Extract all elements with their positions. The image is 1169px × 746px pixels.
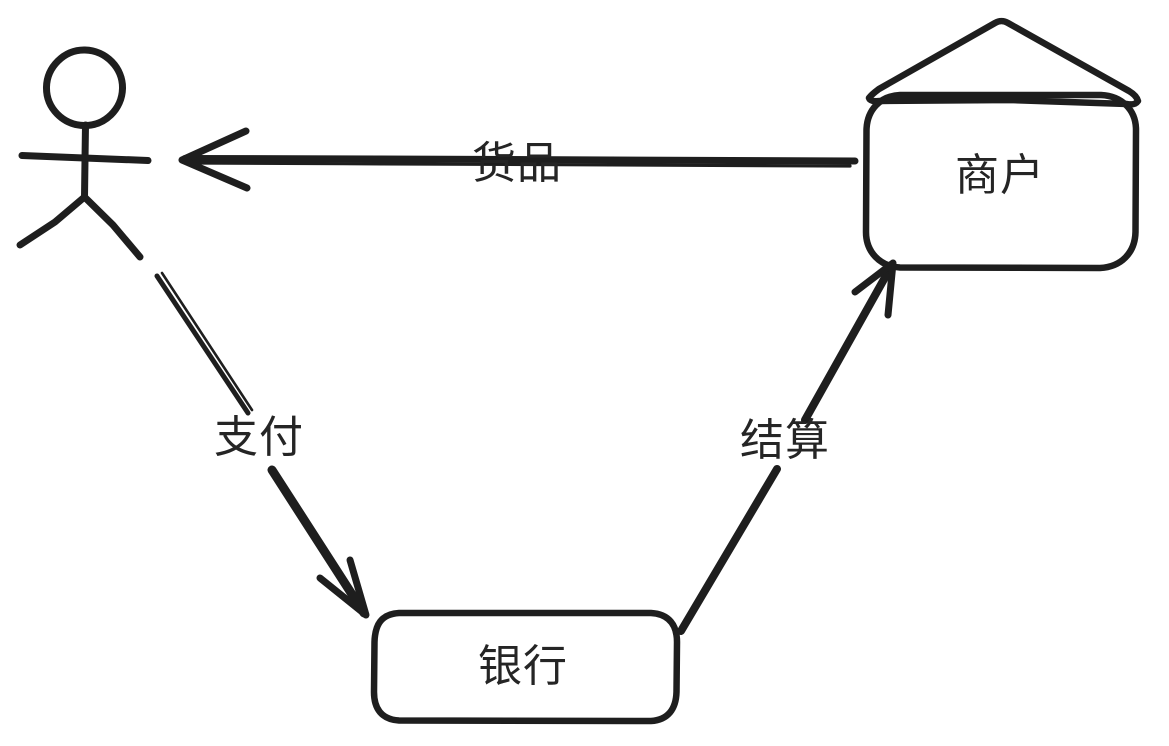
edge-settlement-line-upper <box>801 261 896 424</box>
edge-payment-line-upper-hint <box>160 271 254 412</box>
edge-payment-label: 支付 <box>214 413 304 462</box>
edge-payment-arrowhead-icon <box>316 556 370 619</box>
edge-settlement-line-lower <box>677 465 781 635</box>
actor-head-icon <box>42 46 127 130</box>
edge-payment-line-lower <box>267 465 369 618</box>
actor-right-leg-icon <box>81 193 144 261</box>
node-bank[interactable] <box>370 609 681 725</box>
node-merchant[interactable] <box>862 17 1142 272</box>
actor-left-leg-icon <box>16 193 88 249</box>
node-merchant-label: 商户 <box>955 151 1045 200</box>
edge-settlement-label: 结算 <box>740 416 830 465</box>
edge-payment-line-upper <box>154 273 251 416</box>
bank-box-shape <box>370 609 681 725</box>
edge-goods-line-under <box>194 161 852 168</box>
edge-goods-label: 货品 <box>472 139 562 188</box>
edge-goods-line <box>181 155 859 165</box>
node-customer[interactable] <box>16 46 152 261</box>
edge-payment[interactable] <box>154 271 370 619</box>
actor-arms-icon <box>18 152 152 164</box>
merchant-box-shape <box>862 91 1140 272</box>
node-bank-label: 银行 <box>478 642 568 691</box>
edge-settlement[interactable] <box>677 259 897 635</box>
edge-goods-arrowhead-icon <box>178 127 251 192</box>
edge-settlement-arrowhead-icon <box>851 259 897 319</box>
edge-goods[interactable] <box>178 127 859 192</box>
